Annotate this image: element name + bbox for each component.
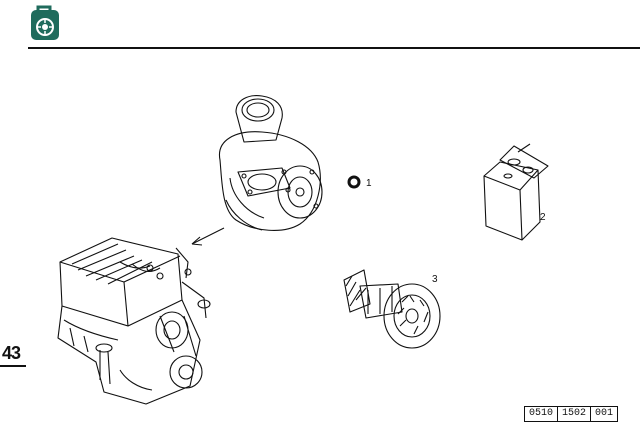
o-ring-part — [347, 175, 361, 189]
gasket-kit-part — [483, 143, 549, 241]
callout-1: 1 — [366, 178, 372, 189]
engine-illustration — [57, 237, 211, 405]
page-number: 43 — [2, 343, 21, 363]
reference-code-part: 1502 — [558, 407, 592, 421]
header-rule — [28, 47, 640, 49]
cartridge-part — [343, 269, 441, 349]
page-number-underline — [0, 365, 26, 367]
assembly-arrow — [191, 227, 225, 245]
callout-3: 3 — [432, 274, 438, 285]
callout-2: 2 — [540, 212, 546, 223]
assembly-arrowhead — [191, 236, 203, 246]
reference-code-part: 0510 — [525, 407, 559, 421]
reference-code-part: 001 — [595, 408, 614, 419]
turbocharger-icon — [28, 4, 62, 42]
turbocharger-illustration — [218, 95, 323, 231]
reference-code: 0510 1502 001 — [524, 406, 619, 422]
